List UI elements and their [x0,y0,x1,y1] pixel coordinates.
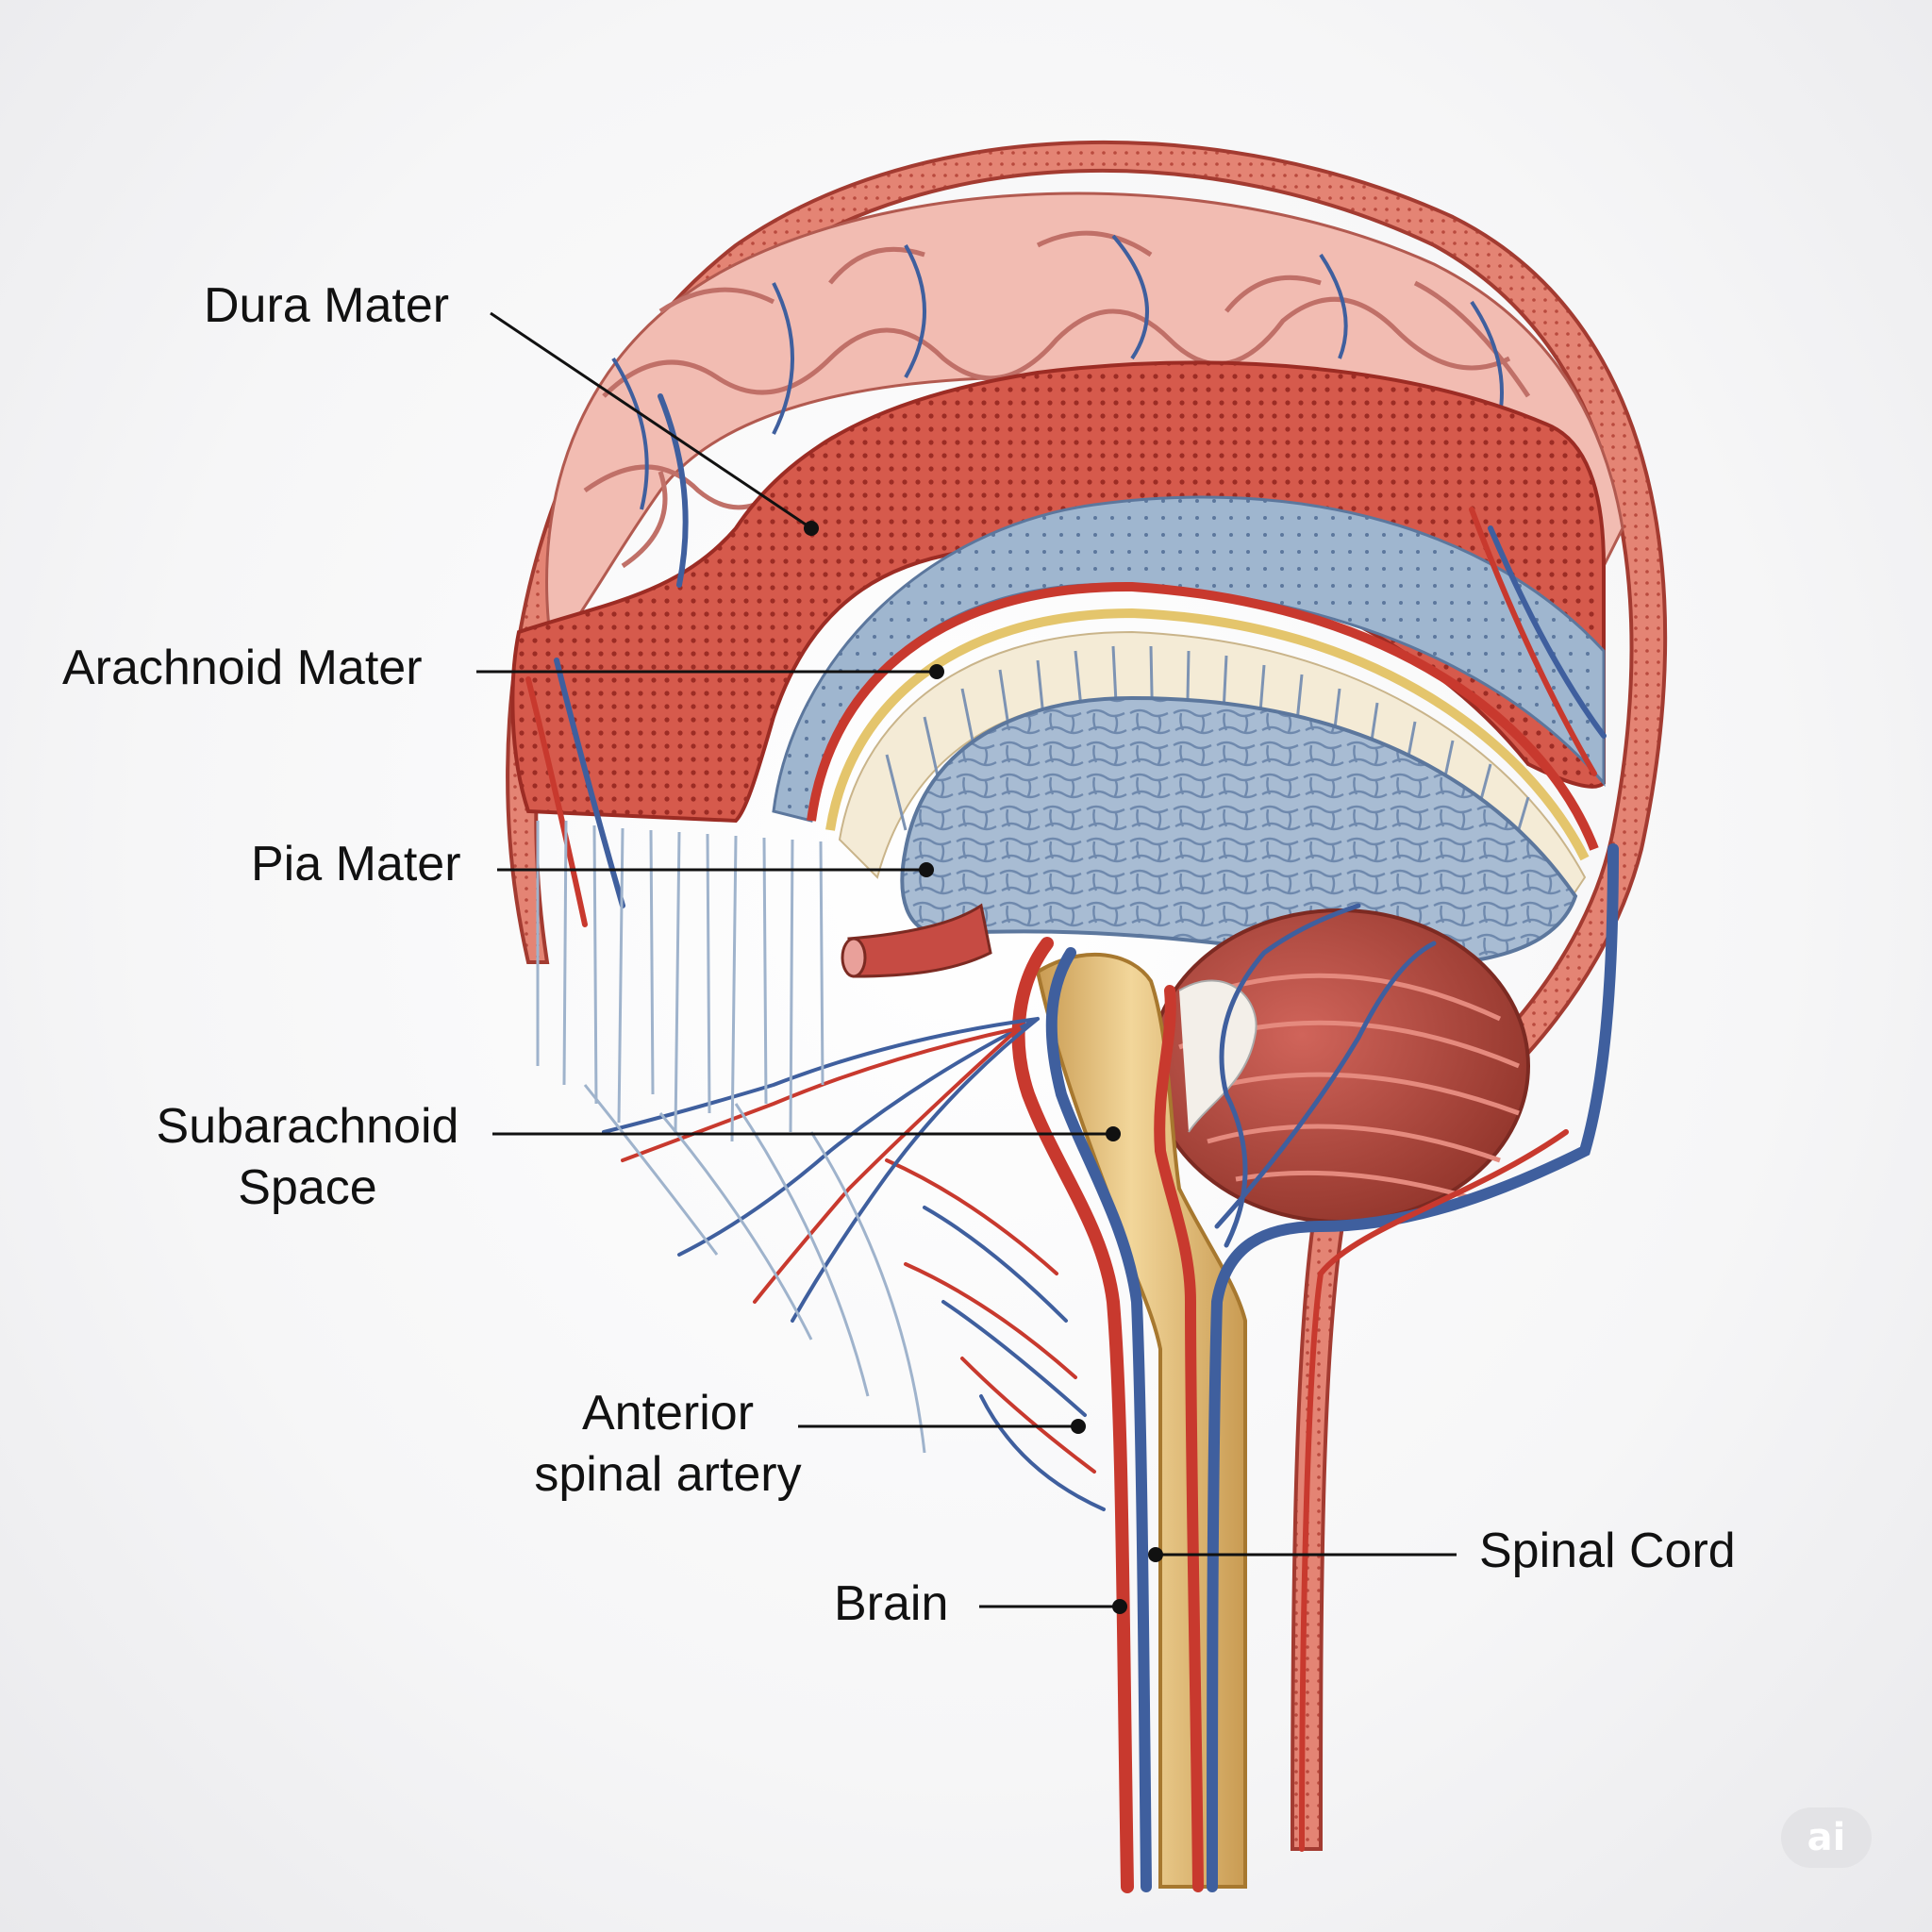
label-subarachnoid-line1: Subarachnoid [156,1099,459,1154]
nerve-stump [841,903,992,978]
dura-mater-band [510,360,1606,824]
pia-mater-cortex [900,695,1578,967]
brain-dot [1112,1599,1127,1614]
label-spinal-cord: Spinal Cord [1479,1524,1736,1578]
label-anterior-line1: Anterior [581,1386,755,1441]
cerebrum [545,192,1624,655]
arachnoid-fibers [536,820,926,1454]
leader-lines [476,311,1457,1614]
arachnoid-layer [772,495,1606,861]
dura-mater-leader [490,311,812,530]
anterior-spinal-artery-dot [1071,1419,1086,1434]
spinal-cord-dot [1148,1547,1163,1562]
arachnoid-mater-dot [929,664,944,679]
dura-mater-dot [804,521,819,536]
ai-watermark-badge: ai [1781,1807,1872,1868]
label-arachnoid-mater: Arachnoid Mater [62,641,423,695]
label-anterior-spinal-artery: Anterior spinal artery [517,1383,819,1506]
label-anterior-line2: spinal artery [534,1447,802,1502]
label-brain: Brain [834,1576,949,1631]
label-subarachnoid-space: Subarachnoid Space [140,1096,475,1219]
outer-dura-shell [506,140,1668,1851]
pia-mater-dot [919,862,934,877]
label-dura-mater: Dura Mater [204,278,450,333]
subarachnoid-dot [1106,1126,1121,1141]
label-pia-mater: Pia Mater [251,837,461,891]
label-subarachnoid-line2: Space [238,1160,377,1215]
